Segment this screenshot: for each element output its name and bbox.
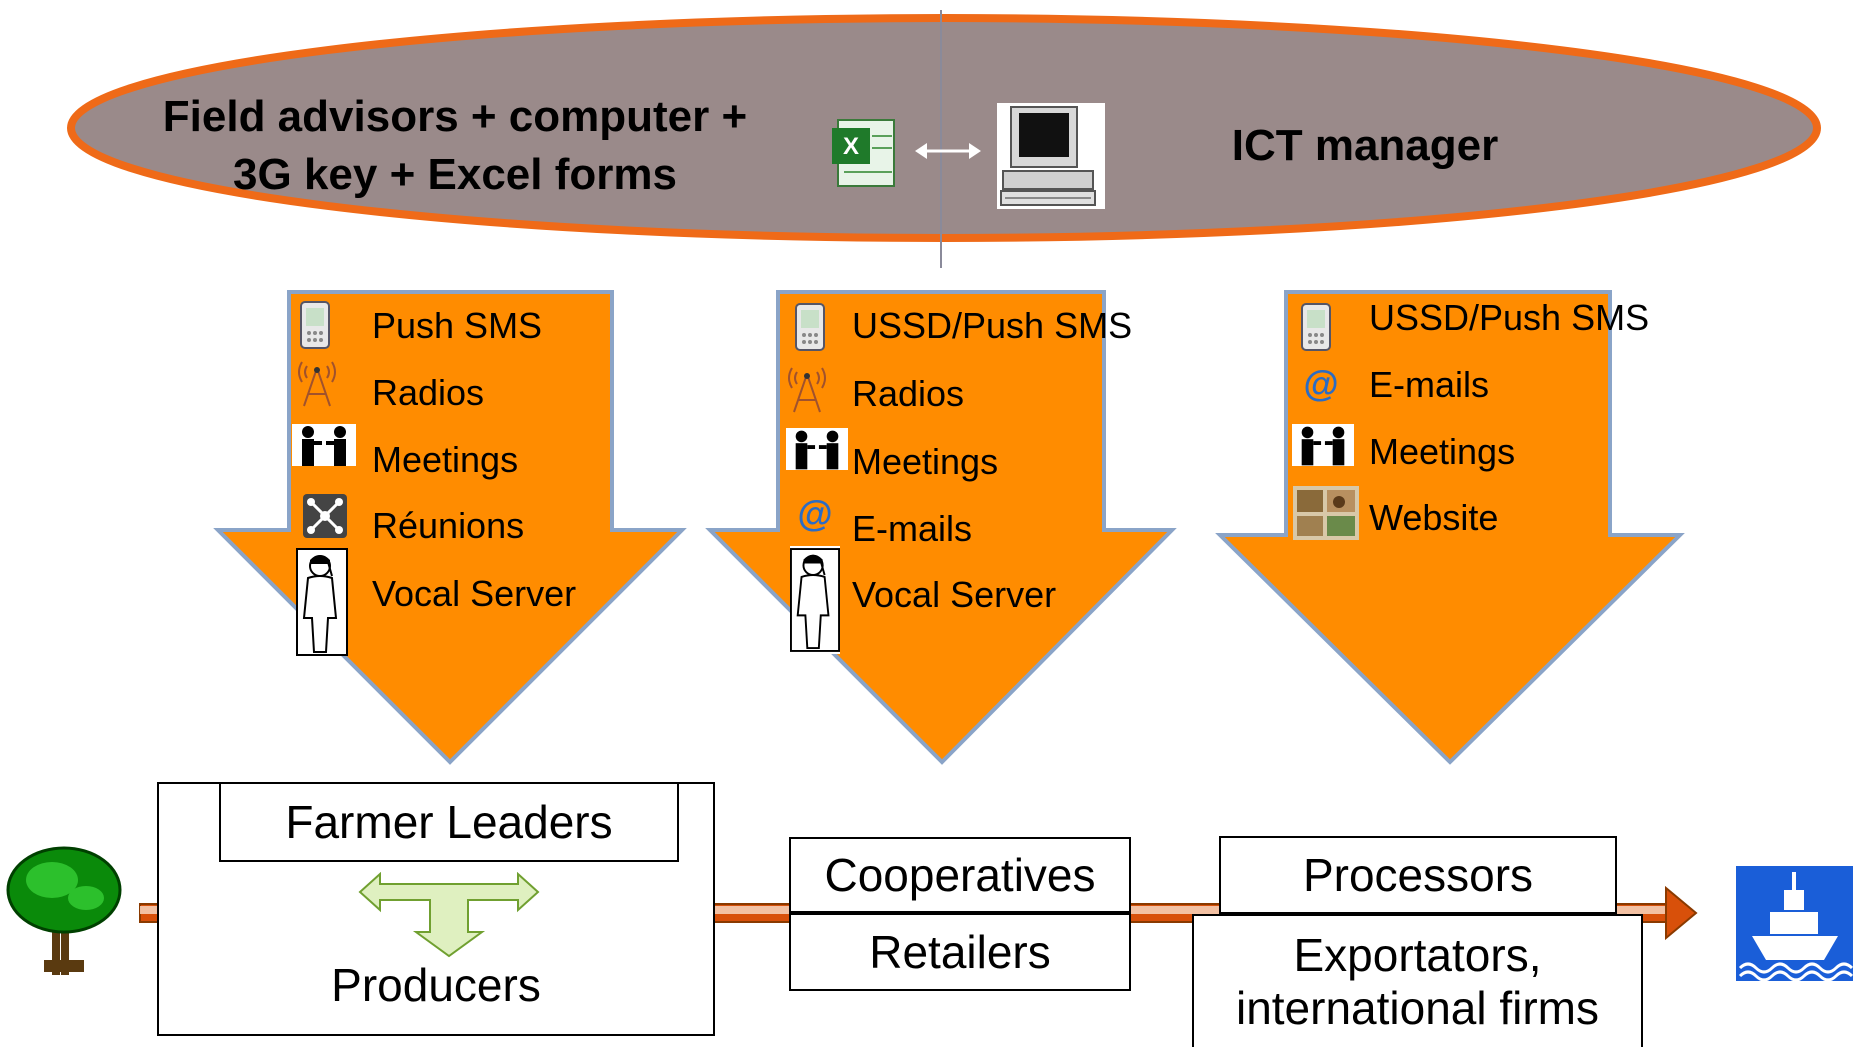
person-on-phone-icon — [790, 546, 840, 654]
people-meeting-icon — [292, 424, 356, 466]
channel2-item4-label: E-mails — [852, 508, 973, 549]
processors-label: Processors — [1302, 848, 1534, 901]
svg-text:@: @ — [1303, 366, 1338, 404]
svg-text:X: X — [843, 133, 859, 160]
people-meeting-icon — [1292, 424, 1354, 466]
channel2-item1-label: USSD/Push SMS — [852, 305, 1133, 346]
website-thumbnail-icon — [1293, 486, 1359, 540]
channel3-item4-label: Website — [1369, 497, 1499, 538]
channel1-item1-label: Push SMS — [372, 305, 543, 346]
channel1-item2-label: Radios — [372, 372, 485, 413]
field-advisors-line1: Field advisors + computer + — [162, 92, 748, 141]
channel3-item3-label: Meetings — [1369, 431, 1516, 472]
processors-box: Processors — [1219, 836, 1617, 914]
excel-icon: X — [830, 118, 900, 188]
ict-manager-label: ICT manager — [1231, 121, 1499, 170]
field-advisors-label: Field advisors + computer + 3G key + Exc… — [130, 88, 780, 204]
cooperatives-label: Cooperatives — [824, 848, 1096, 901]
value-chain-arrowhead — [1665, 885, 1698, 941]
computer-icon — [997, 103, 1105, 209]
people-meeting-icon — [786, 428, 848, 470]
channel1-item4-label: Réunions — [372, 505, 525, 546]
retailers-box: Retailers — [789, 913, 1131, 991]
svg-text:@: @ — [797, 496, 832, 534]
field-advisors-line2: 3G key + Excel forms — [233, 150, 677, 199]
sync-arrow-icon — [915, 140, 981, 162]
channel2-item3-label: Meetings — [852, 441, 999, 482]
radio-tower-icon — [296, 358, 338, 408]
mobile-phone-icon — [297, 300, 333, 350]
channel1-item5-label: Vocal Server — [372, 573, 577, 614]
exportators-box: Exportators, international firms — [1192, 914, 1643, 1047]
tree-icon — [6, 846, 122, 975]
channel3-item2-label: E-mails — [1369, 364, 1490, 405]
at-sign-icon: @ — [796, 493, 834, 534]
mobile-phone-icon — [792, 302, 828, 352]
ship-icon — [1736, 866, 1853, 982]
channel2-item2-label: Radios — [852, 373, 965, 414]
person-on-phone-icon — [296, 548, 348, 656]
farmer-leaders-box: Farmer Leaders — [219, 782, 679, 862]
cooperatives-box: Cooperatives — [789, 837, 1131, 913]
channel3-item1-label: USSD/Push SMS — [1369, 297, 1650, 338]
network-meeting-icon — [303, 494, 347, 538]
farmer-leaders-label: Farmer Leaders — [285, 795, 613, 848]
mobile-phone-icon — [1298, 302, 1334, 352]
retailers-label: Retailers — [869, 925, 1051, 978]
exportators-line1: Exportators, — [1293, 928, 1542, 981]
exportators-line2: international firms — [1235, 981, 1600, 1034]
producers-label: Producers — [331, 959, 541, 1012]
radio-tower-icon — [786, 364, 828, 414]
channel1-item3-label: Meetings — [372, 439, 519, 480]
channel-arrow-3 — [1215, 290, 1685, 765]
at-sign-icon: @ — [1302, 363, 1340, 404]
farmer-leaders-to-producers-arrow-icon — [358, 871, 540, 958]
ict-band-ellipse — [67, 14, 1821, 242]
channel2-item5-label: Vocal Server — [852, 574, 1057, 615]
